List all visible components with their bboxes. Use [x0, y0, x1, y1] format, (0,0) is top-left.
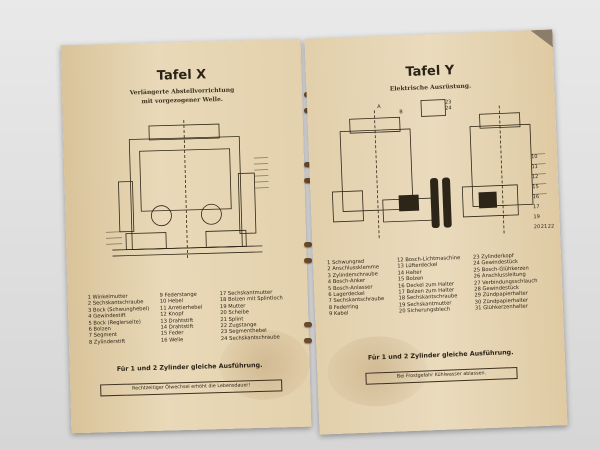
right-parts-col-3: 23 Zylinderkopf 24 Gewindestück 25 Bosch…	[473, 252, 539, 312]
left-page-title: Tafel X	[156, 67, 207, 84]
right-parts-col-1: 1 Schwungrad 2 Anschlussklemme 3 Zylinde…	[327, 258, 385, 318]
figure-label-b: B	[399, 109, 403, 116]
part-item: 8 Zylinderstift	[88, 338, 126, 346]
right-parts-list: 1 Schwungrad 2 Anschlussklemme 3 Zylinde…	[327, 252, 549, 324]
figure-label-24: 24	[445, 105, 452, 112]
staple	[304, 258, 312, 263]
right-parts-col-2: 12 Bosch-Lichtmaschine 13 Lüfterdeckel 1…	[397, 255, 462, 315]
figure-label-21: 21	[540, 223, 548, 230]
left-parts-col-2: 9 Federstange 10 Hebel 11 Arretierhebel …	[160, 292, 204, 344]
right-page: Tafel Y Elektrische Ausrüstung.	[304, 29, 568, 435]
open-booklet: Tafel X Verlängerte Abstellvorrichtung m…	[50, 29, 568, 435]
left-page: Tafel X Verlängerte Abstellvorrichtung m…	[60, 38, 312, 434]
figure-label-17: 17	[533, 204, 540, 211]
figure-label-10: 10	[531, 154, 538, 161]
figure-label-22: 22	[547, 223, 555, 230]
figure-label-20: 20	[533, 223, 541, 231]
staple	[304, 322, 312, 327]
staple	[304, 242, 312, 247]
left-parts-list: 1 Winkelmutter 2 Sechskantschraube 3 Boc…	[88, 289, 300, 355]
part-item: 9 Kabel	[328, 310, 349, 318]
engine-drawing-y	[331, 99, 547, 241]
figure-label-15: 15	[532, 184, 539, 191]
staple	[304, 162, 312, 167]
torn-corner	[530, 29, 553, 48]
part-item: 24 Sechskantschraube	[220, 334, 280, 342]
part-item: 31 Glühkerzenhalter	[474, 303, 528, 312]
engine-drawing-x	[105, 120, 269, 260]
part-item: 16 Welle	[160, 336, 184, 344]
figure-label-11: 11	[531, 164, 539, 171]
figure-label-19: 19	[533, 214, 540, 221]
left-parts-col-3: 17 Sechskantmutter 18 Bolzen mit Splintl…	[220, 289, 284, 342]
figure-label-a: A	[377, 104, 381, 111]
figure-label-16: 16	[532, 194, 540, 201]
staple	[304, 338, 312, 343]
part-item: 20 Sicherungsblech	[398, 306, 451, 315]
staple	[304, 178, 312, 183]
left-parts-col-1: 1 Winkelmutter 2 Sechskantschraube 3 Boc…	[88, 293, 151, 346]
figure-label-12: 12	[531, 174, 539, 181]
